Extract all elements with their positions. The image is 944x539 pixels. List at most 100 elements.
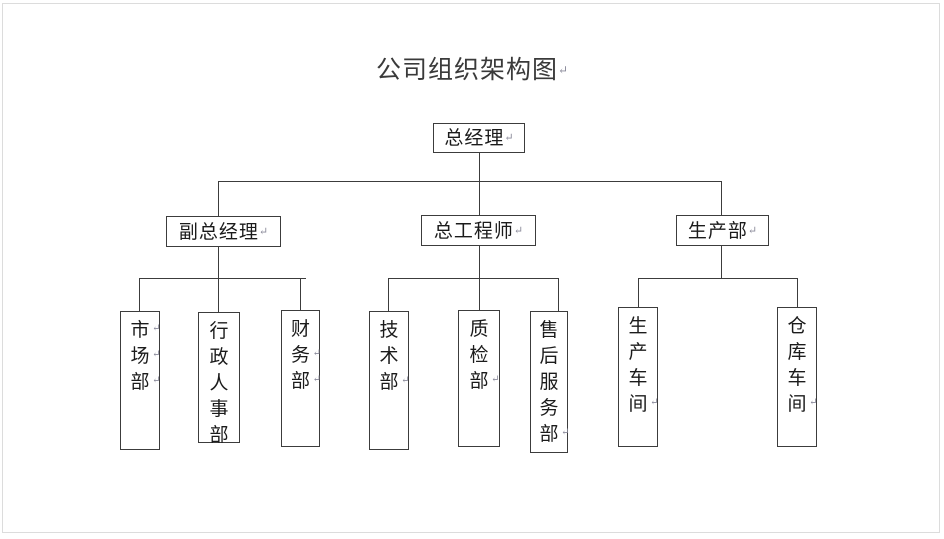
paragraph-mark-icon: ↵ [513,223,524,237]
org-node-char: 政 [209,344,228,370]
org-node-char: 人 [209,370,228,396]
org-node-char-text: 务 [290,344,310,366]
connector-production-dept-stem [721,246,722,278]
org-node-char: 后 [539,343,558,369]
org-node-char-text: 后 [539,345,559,367]
connector-drop-production-dept [721,181,722,216]
org-node-char-text: 间 [787,393,807,415]
org-node-char: 市↵ [130,317,160,343]
connector-chief-engineer-stem [479,246,480,278]
paragraph-mark-icon: ↵ [557,63,569,78]
connector-drop-aftersales-dept [558,278,559,311]
paragraph-mark-icon: ↵ [561,427,570,438]
connector-level2-bus [218,181,722,182]
org-node-char-text: 部 [130,371,150,393]
paragraph-mark-icon: ↵ [809,397,818,408]
org-node-char: 部↵ [291,368,321,394]
paragraph-mark-icon: ↵ [650,397,659,408]
org-node-production-workshop[interactable]: 生 产 车 间↵ [618,307,659,447]
org-node-char-text: 售 [539,319,559,341]
paragraph-mark-icon: ↵ [491,374,500,385]
org-node-char: 车 [787,365,806,391]
org-node-production-dept-label: 生产部 [687,219,748,242]
org-node-char-text: 车 [787,367,807,389]
org-node-char: 部↵ [469,368,499,394]
org-node-char-text: 仓 [787,315,807,337]
org-node-char: 库 [787,339,806,365]
org-node-char-text: 车 [628,367,648,389]
connector-drop-production-workshop [638,278,639,307]
org-node-char-text: 人 [209,372,229,394]
connector-drop-finance-dept [300,278,301,310]
org-node-gm[interactable]: 总经理↵ [433,123,525,153]
org-node-char: 生 [628,313,647,339]
paragraph-mark-icon: ↵ [152,375,161,386]
org-node-char: 部↵ [379,369,409,395]
org-node-finance-dept[interactable]: 财 务↵ 部↵ [281,310,321,447]
org-node-char: 售 [539,317,558,343]
paragraph-mark-icon: ↵ [504,131,514,144]
org-node-char: 技 [379,317,398,343]
paragraph-mark-icon: ↵ [312,348,321,359]
paragraph-mark-icon: ↵ [401,375,410,386]
connector-drop-quality-dept [479,278,480,310]
org-node-char: 质 [469,316,488,342]
org-node-char-text: 检 [469,344,489,366]
org-node-char-text: 政 [209,346,229,368]
org-node-char-text: 服 [539,371,559,393]
org-node-char-text: 质 [469,318,489,340]
org-node-deputy-gm[interactable]: 副总经理↵ [166,216,281,247]
org-node-char-text: 库 [787,341,807,363]
org-node-char-text: 产 [628,341,648,363]
org-node-char-text: 部 [469,370,489,392]
paragraph-mark-icon: ↵ [258,224,269,238]
org-node-admin-hr-dept[interactable]: 行 政 人 事 部 [198,312,240,446]
paragraph-mark-icon: ↵ [152,323,161,334]
connector-production-dept-bus [638,278,798,279]
org-node-warehouse-workshop[interactable]: 仓 库 车 间↵ [777,307,818,447]
org-node-production-dept[interactable]: 生产部↵ [676,215,769,246]
org-node-market-dept[interactable]: 市↵ 场↵ 部↵ [120,311,161,450]
connector-deputy-gm-stem [218,246,219,278]
org-node-char-text: 场 [130,345,150,367]
org-node-char-text: 部 [379,371,399,393]
org-node-char-text: 务 [539,397,559,419]
org-node-char-text: 财 [290,318,310,340]
org-node-char: 检 [469,342,488,368]
org-node-char: 务↵ [290,342,321,368]
connector-drop-chief-engineer [479,181,480,216]
org-node-aftersales-dept[interactable]: 售 后 服 务 部↵ [530,311,570,453]
org-node-char-text: 技 [379,319,399,341]
org-node-deputy-gm-label: 副总经理 [178,220,259,243]
org-node-char: 术 [379,343,398,369]
org-node-char-text: 部 [209,424,229,446]
org-node-char: 间↵ [787,391,817,417]
org-node-gm-label: 总经理 [444,127,505,149]
connector-drop-market-dept [139,278,140,311]
connector-drop-admin-hr-dept [218,278,219,312]
org-node-char: 场↵ [130,343,160,369]
org-node-char: 产 [628,339,647,365]
paragraph-mark-icon: ↵ [747,223,758,237]
org-node-char-text: 事 [209,398,229,420]
org-node-char: 部↵ [130,369,160,395]
org-node-chief-engineer-label: 总工程师 [433,219,514,242]
org-node-char-text: 生 [628,315,648,337]
org-node-char: 车 [628,365,647,391]
connector-deputy-gm-bus [139,278,306,279]
org-node-char: 部↵ [539,421,569,447]
org-node-char: 财 [291,316,310,342]
org-node-chief-engineer[interactable]: 总工程师↵ [421,215,536,246]
page-title-text: 公司组织架构图 [375,55,558,84]
org-node-char-text: 市 [130,319,150,341]
org-node-char-text: 间 [628,393,648,415]
org-node-char: 务 [539,395,558,421]
connector-gm-stem [479,152,480,181]
org-node-quality-dept[interactable]: 质 检 部↵ [458,310,500,447]
org-node-technology-dept[interactable]: 技 术 部↵ [369,311,410,450]
connector-drop-deputy-gm [218,181,219,216]
connector-chief-engineer-bus [388,278,559,279]
paragraph-mark-icon: ↵ [312,374,321,385]
org-node-char-text: 术 [379,345,399,367]
